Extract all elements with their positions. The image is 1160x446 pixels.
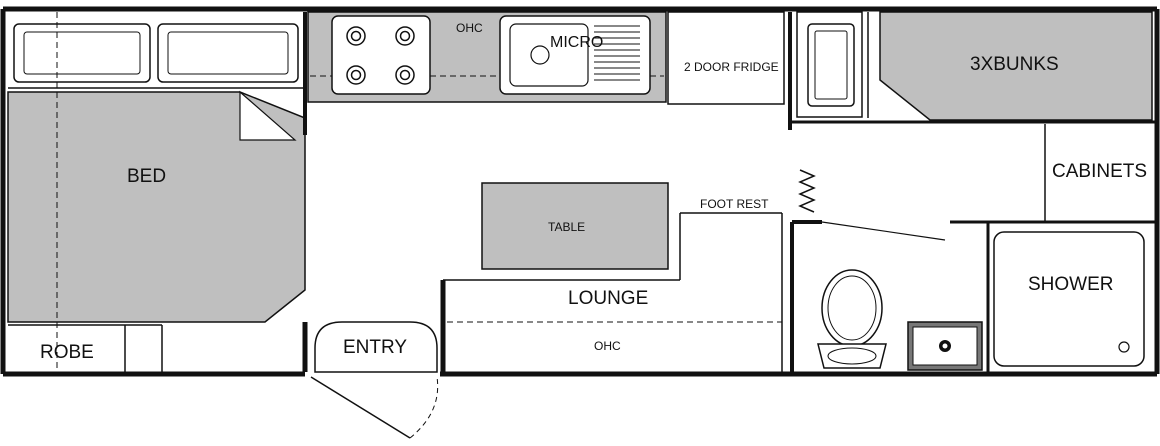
micro-label: MICRO (550, 34, 603, 51)
drainer-ribs (594, 25, 640, 81)
lounge (440, 212, 783, 372)
cabinets: CABINETS (1044, 124, 1147, 222)
lounge-ohc-label: OHC (594, 339, 621, 353)
lounge-label: LOUNGE (568, 288, 648, 309)
robe: ROBE (8, 324, 163, 372)
toilet-icon (817, 269, 887, 369)
fridge: 2 DOOR FRIDGE (667, 11, 785, 105)
table: TABLE (481, 182, 669, 270)
accordion-door (798, 169, 816, 213)
entry: ENTRY (302, 321, 439, 439)
table-label: TABLE (548, 220, 585, 234)
bunks-label: 3XBUNKS (970, 54, 1059, 75)
shower: SHOWER (993, 231, 1145, 367)
bathroom: SHOWER (790, 169, 1157, 374)
kitchen-ohc-label: OHC (456, 21, 483, 35)
foot-rest-label: FOOT REST (700, 197, 769, 211)
entry-label: ENTRY (343, 337, 407, 358)
shower-label: SHOWER (1028, 274, 1114, 295)
cooktop (331, 15, 431, 95)
kitchen-bench: OHC MICRO (307, 11, 667, 103)
cabinets-label: CABINETS (1052, 161, 1147, 182)
entry-door (310, 376, 411, 439)
door-swing-arc (409, 376, 439, 439)
vanity-basin (907, 321, 983, 371)
exterior-walls (0, 6, 1160, 377)
robe-label: ROBE (40, 342, 94, 363)
bunks: 3XBUNKS (790, 11, 1157, 124)
bed: BED (7, 12, 307, 372)
bed-label: BED (127, 166, 166, 187)
fridge-label: 2 DOOR FRIDGE (684, 60, 779, 74)
pillow-right (157, 23, 299, 83)
pillow-left (13, 23, 151, 83)
